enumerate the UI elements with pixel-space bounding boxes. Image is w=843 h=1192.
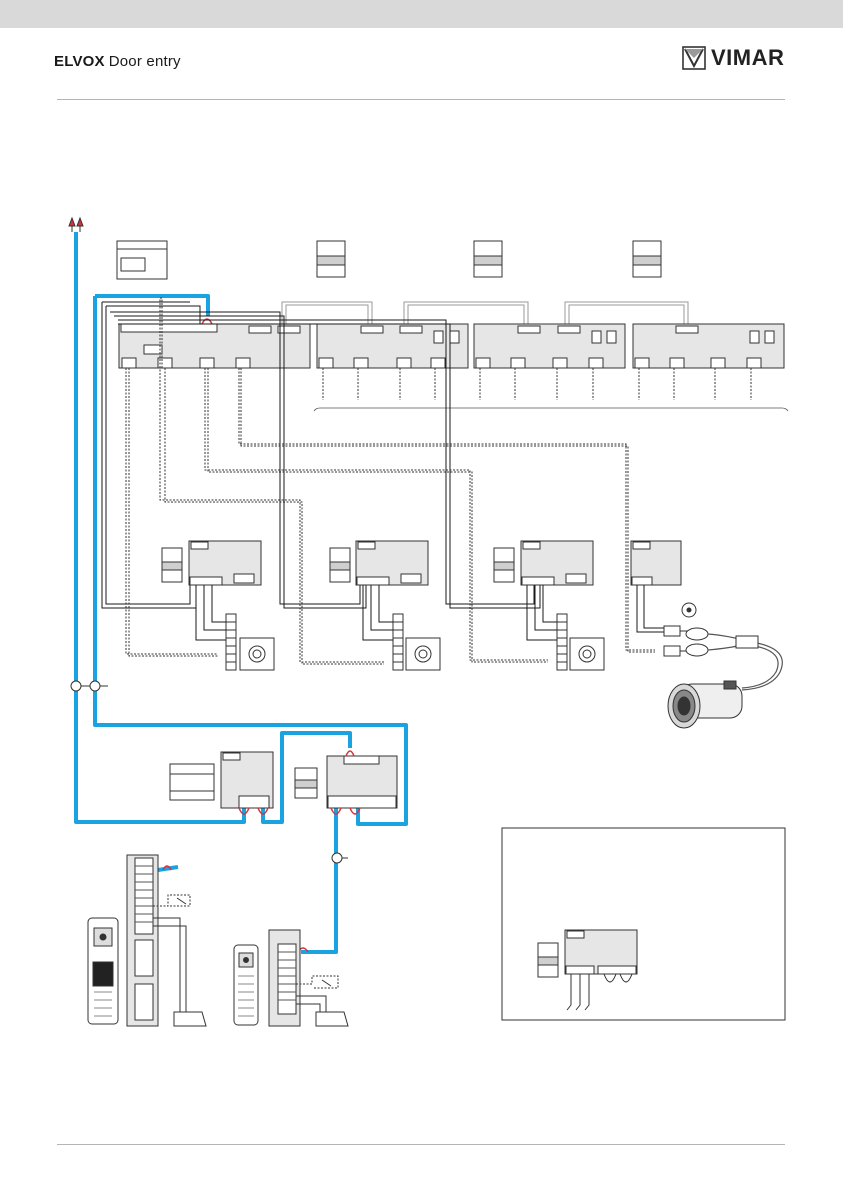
audio-panel-terminal: [269, 930, 300, 1026]
door-lock-icon: [153, 895, 206, 1026]
relay-module-icon-1: [317, 241, 345, 277]
apartment-unit-2: [330, 541, 428, 585]
footer-divider: [57, 1144, 785, 1145]
video-distributor-2: [317, 324, 468, 368]
relay-module-icon-3: [633, 241, 661, 277]
relay-module-icon-2: [474, 241, 502, 277]
audio-panel-icon: [234, 945, 258, 1025]
door-lock-icon-2: [296, 976, 348, 1026]
video-distributor-main: [119, 324, 310, 368]
inset-detail-box: [502, 828, 785, 1020]
video-distributor-4: [633, 324, 784, 368]
camera-cable-junction: [736, 636, 758, 648]
apartment-unit-1: [162, 541, 261, 585]
switch-module-right: [327, 756, 397, 808]
monitor-wires: [196, 585, 557, 640]
power-supply-icon: [117, 241, 167, 279]
intercom-handset-icon: [240, 638, 604, 670]
camera-icon: [668, 681, 742, 728]
camera-wiring: [637, 585, 664, 632]
camera-interface-module: [631, 541, 681, 585]
video-distributor-3: [474, 324, 625, 368]
monitor-terminals: [226, 614, 567, 670]
video-output-bracket: [314, 408, 788, 411]
relay-module-lower: [295, 768, 317, 798]
apartment-unit-3: [494, 541, 593, 585]
ribbon-cables: [282, 302, 688, 326]
video-output-arrows: [323, 368, 751, 400]
power-input-arrows: [69, 218, 83, 232]
keypad-panel-icon: [88, 918, 118, 1024]
switch-module-left: [221, 752, 273, 808]
camera-connectors: [664, 603, 708, 656]
power-supply-lower: [170, 764, 214, 800]
keypad-terminal: [127, 855, 158, 1026]
